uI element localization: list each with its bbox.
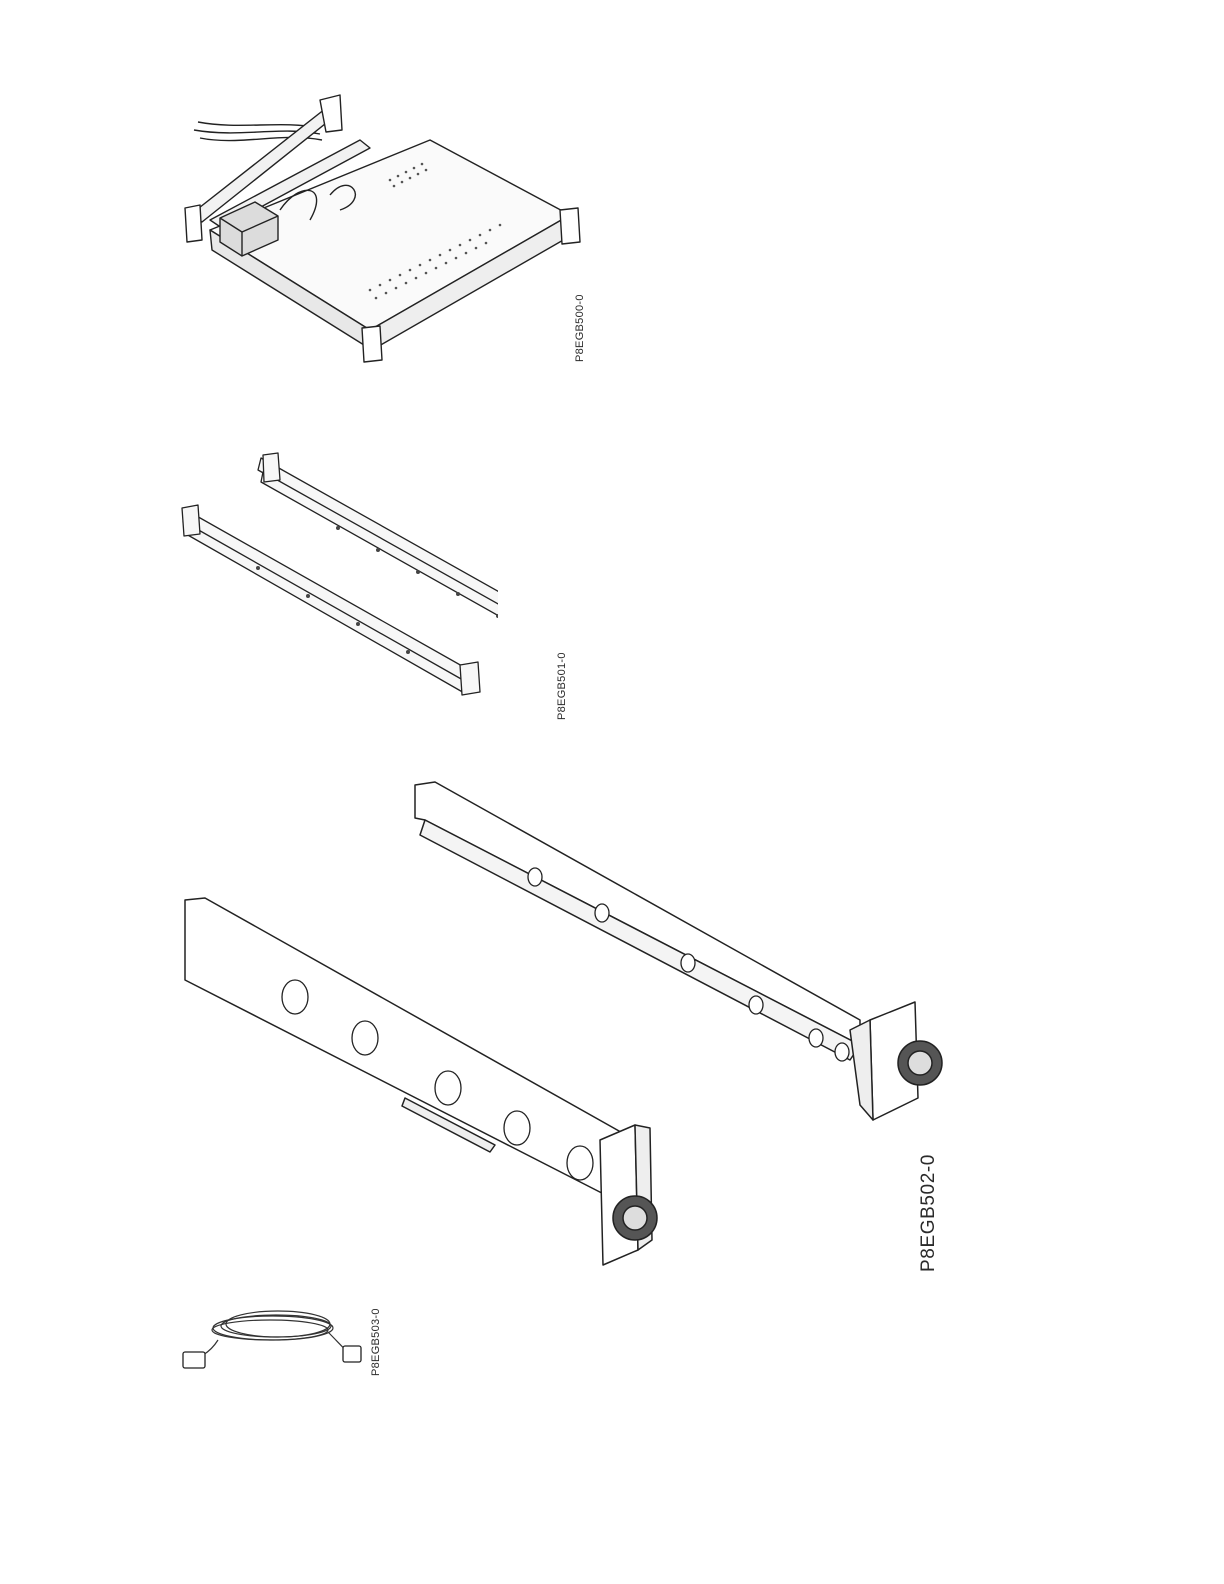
figure-power-cord	[178, 1300, 368, 1380]
figure-label-power-cord: P8EGB503-0	[370, 1308, 382, 1376]
figure-label-console-drawer: P8EGB500-0	[574, 294, 586, 362]
power-cord-illustration	[178, 1300, 368, 1380]
figure-label-slide-rails: P8EGB501-0	[556, 652, 568, 720]
figure-slide-rails	[178, 450, 498, 700]
figure-brackets	[180, 780, 960, 1270]
slide-rails-illustration	[178, 450, 498, 700]
figure-console-drawer	[180, 90, 600, 380]
console-drawer-illustration	[180, 90, 600, 380]
brackets-illustration	[180, 780, 960, 1270]
figure-label-brackets: P8EGB502-0	[918, 1154, 940, 1272]
